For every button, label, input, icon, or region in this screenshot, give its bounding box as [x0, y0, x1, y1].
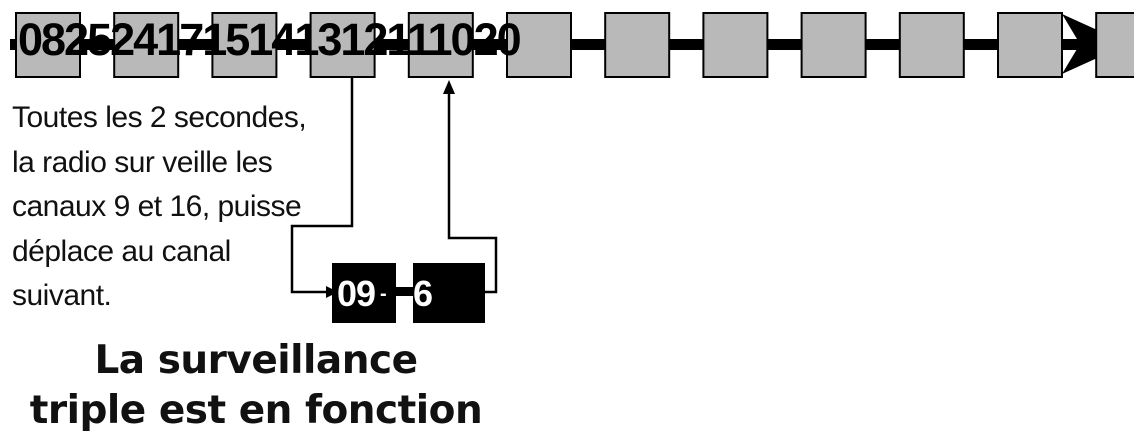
weather-channel-joiner: -	[380, 283, 387, 305]
channel-box	[506, 12, 572, 78]
channel-box	[309, 12, 376, 78]
channel-box	[407, 12, 474, 78]
caption-line: triple est en fonction	[29, 388, 483, 433]
weather-channel-second: 6	[413, 273, 433, 314]
note-line: déplace au canal	[12, 234, 231, 268]
weather-channel-box	[413, 263, 485, 323]
diagram-caption: La surveillance triple est en fonction	[0, 336, 512, 436]
channel-box	[898, 12, 965, 78]
note-line: suivant.	[12, 279, 112, 312]
channel-box	[211, 12, 278, 78]
channel-number-sequence: 0825241715141312111020	[18, 14, 522, 65]
channel-box	[15, 12, 81, 78]
connector-return	[447, 90, 498, 294]
note-line: canaux 9 et 16, puisse	[12, 190, 302, 223]
channel-box-group	[15, 12, 1134, 78]
channel-box	[800, 12, 867, 78]
scan-explanation: Toutes les 2 secondes, la radio sur veil…	[12, 96, 307, 319]
connector-arrowhead-up	[443, 80, 455, 94]
channel-box	[702, 12, 769, 78]
channel-box	[1095, 12, 1134, 78]
caption-line: La surveillance	[94, 338, 418, 383]
timeline-arrowhead	[1062, 14, 1128, 74]
channel-box	[997, 12, 1063, 78]
weather-box-gap	[393, 287, 416, 296]
note-line: Toutes les 2 secondes,	[12, 101, 307, 134]
weather-channel-first: 09	[337, 273, 376, 314]
channel-box	[113, 12, 180, 78]
weather-channel-box	[332, 263, 396, 323]
connector-to-weather	[290, 78, 354, 294]
channel-box	[604, 12, 671, 78]
note-line: la radio sur veille les	[12, 145, 273, 179]
